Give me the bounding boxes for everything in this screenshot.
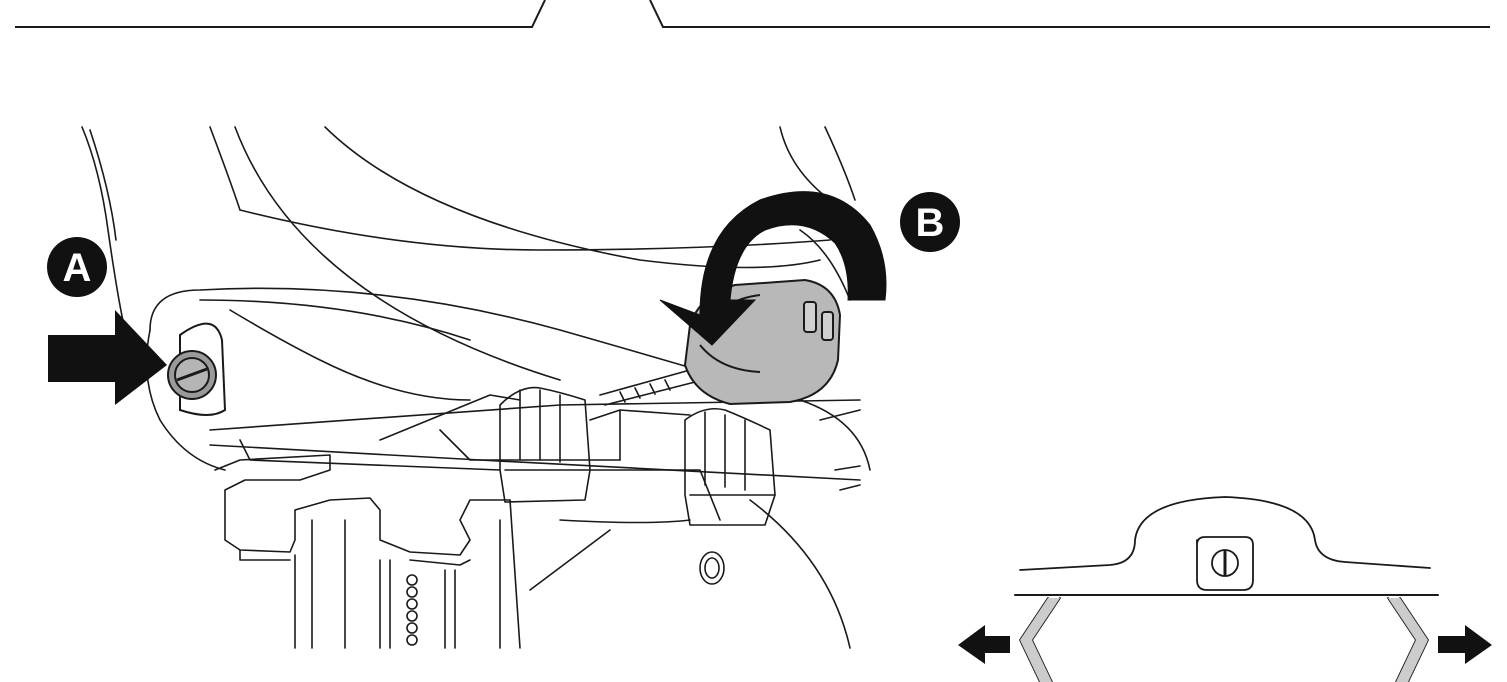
top-frame-border xyxy=(15,0,1490,28)
callout-b-label: B xyxy=(916,201,945,245)
callout-a-label: A xyxy=(63,246,92,290)
grommet-ring xyxy=(699,551,725,585)
inset-detail-illustration xyxy=(1014,496,1439,682)
push-arrow-icon xyxy=(48,310,167,405)
inset-leg-fill xyxy=(1020,598,1428,682)
belt-clip-left xyxy=(499,386,591,503)
spread-right-arrow-icon xyxy=(1438,625,1492,664)
strap-bead-chain xyxy=(406,574,418,646)
inset-screw-head xyxy=(1211,549,1239,577)
belt-clip-right xyxy=(684,407,776,526)
callout-a-badge: A xyxy=(47,237,107,297)
callout-b-badge: B xyxy=(900,192,960,252)
release-screw-button xyxy=(167,322,227,416)
spread-left-arrow-icon xyxy=(958,625,1010,664)
rotate-arrow-icon xyxy=(659,191,887,346)
